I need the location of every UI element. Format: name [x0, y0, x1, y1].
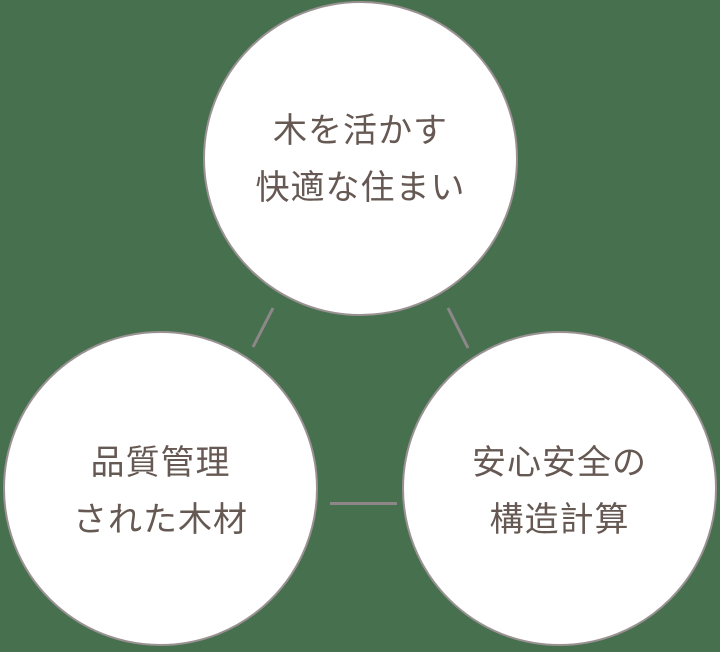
connector-top-to-right — [446, 307, 470, 349]
circle-bottom-right-line-2: 構造計算 — [489, 499, 630, 540]
circle-bottom-left-line-1: 品質管理 — [90, 442, 231, 483]
circle-comfortable-living: 木を活かす 快適な住まい — [203, 1, 518, 316]
circle-bottom-left-line-2: された木材 — [73, 499, 248, 540]
circle-bottom-left-text: 品質管理 された木材 — [73, 429, 248, 549]
circle-top-line-1: 木を活かす — [273, 110, 448, 151]
circle-structural-calculation: 安心安全の 構造計算 — [402, 331, 717, 646]
circle-bottom-right-line-1: 安心安全の — [472, 442, 647, 483]
circle-top-line-2: 快適な住まい — [255, 167, 466, 208]
circle-top-text: 木を活かす 快適な住まい — [256, 101, 466, 217]
circle-quality-controlled-wood: 品質管理 された木材 — [3, 331, 318, 646]
circle-bottom-right-text: 安心安全の 構造計算 — [472, 429, 647, 549]
connector-top-to-left — [251, 307, 275, 348]
